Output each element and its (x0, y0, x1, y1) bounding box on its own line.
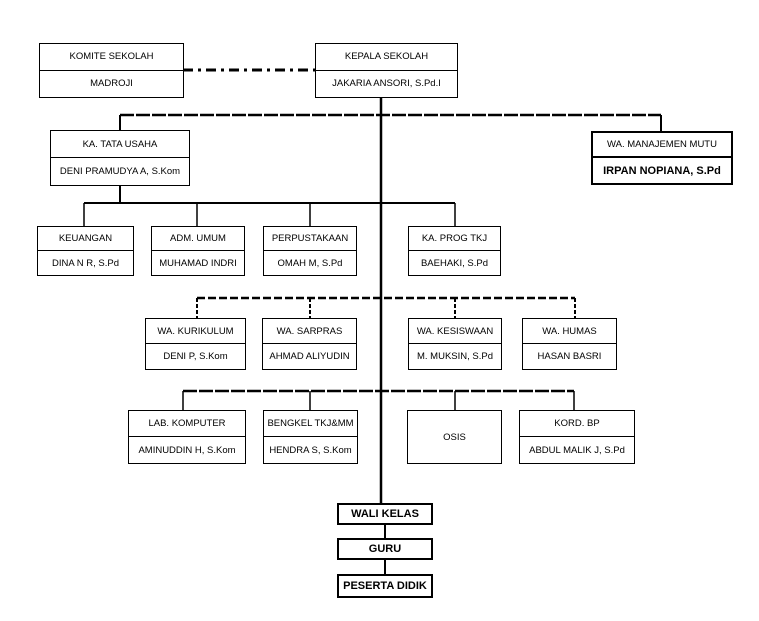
komite-name: MADROJI (90, 78, 133, 90)
lab-komputer-box: LAB. KOMPUTER AMINUDDIN H, S.Kom (128, 410, 246, 464)
keuangan-name: DINA N R, S.Pd (51, 257, 120, 269)
wali-kelas-label: WALI KELAS (351, 508, 419, 520)
lab-komputer-title: LAB. KOMPUTER (129, 411, 245, 437)
tata-usaha-box: KA. TATA USAHA DENI PRAMUDYA A, S.Kom (50, 130, 190, 186)
kepala-title: KEPALA SEKOLAH (316, 44, 457, 71)
wali-kelas-box: WALI KELAS (337, 503, 433, 525)
kurikulum-name: DENI P, S.Kom (163, 351, 228, 362)
prog-tkj-title: KA. PROG TKJ (409, 227, 500, 251)
guru-box: GURU (337, 538, 433, 560)
humas-name: HASAN BASRI (537, 351, 602, 362)
komite-title: KOMITE SEKOLAH (40, 44, 183, 71)
manajemen-mutu-name: IRPAN NOPIANA, S.Pd (603, 164, 721, 177)
kurikulum-title: WA. KURIKULUM (146, 319, 245, 344)
perpustakaan-name: OMAH M, S.Pd (277, 257, 343, 269)
adm-umum-title: ADM. UMUM (152, 227, 244, 251)
perpustakaan-title: PERPUSTAKAAN (264, 227, 356, 251)
bengkel-box: BENGKEL TKJ&MM HENDRA S, S.Kom (263, 410, 358, 464)
kord-bp-title: KORD. BP (520, 411, 634, 437)
osis-box: OSIS (407, 410, 502, 464)
lab-komputer-name: AMINUDDIN H, S.Kom (138, 444, 236, 456)
kesiswaan-title: WA. KESISWAAN (409, 319, 501, 344)
komite-sekolah-box: KOMITE SEKOLAH MADROJI (39, 43, 184, 98)
kord-bp-box: KORD. BP ABDUL MALIK J, S.Pd (519, 410, 635, 464)
manajemen-mutu-title: WA. MANAJEMEN MUTU (593, 133, 731, 158)
tata-usaha-name: DENI PRAMUDYA A, S.Kom (59, 166, 181, 177)
kesiswaan-name: M. MUKSIN, S.Pd (416, 351, 493, 362)
sarpras-box: WA. SARPRAS AHMAD ALIYUDIN (262, 318, 357, 370)
peserta-didik-box: PESERTA DIDIK (337, 574, 433, 598)
prog-tkj-name: BAEHAKI, S.Pd (420, 257, 489, 269)
kepala-sekolah-box: KEPALA SEKOLAH JAKARIA ANSORI, S.Pd.I (315, 43, 458, 98)
kurikulum-box: WA. KURIKULUM DENI P, S.Kom (145, 318, 246, 370)
guru-label: GURU (368, 543, 402, 555)
humas-title: WA. HUMAS (523, 319, 616, 344)
tata-usaha-title: KA. TATA USAHA (51, 131, 189, 158)
peserta-didik-label: PESERTA DIDIK (343, 580, 427, 592)
adm-umum-name: MUHAMAD INDRI (159, 257, 237, 269)
humas-box: WA. HUMAS HASAN BASRI (522, 318, 617, 370)
perpustakaan-box: PERPUSTAKAAN OMAH M, S.Pd (263, 226, 357, 276)
osis-title: OSIS (443, 431, 466, 443)
keuangan-title: KEUANGAN (38, 227, 133, 251)
bengkel-title: BENGKEL TKJ&MM (264, 411, 357, 437)
manajemen-mutu-box: WA. MANAJEMEN MUTU IRPAN NOPIANA, S.Pd (591, 131, 733, 185)
bengkel-name: HENDRA S, S.Kom (269, 444, 352, 456)
prog-tkj-box: KA. PROG TKJ BAEHAKI, S.Pd (408, 226, 501, 276)
adm-umum-box: ADM. UMUM MUHAMAD INDRI (151, 226, 245, 276)
keuangan-box: KEUANGAN DINA N R, S.Pd (37, 226, 134, 276)
kesiswaan-box: WA. KESISWAAN M. MUKSIN, S.Pd (408, 318, 502, 370)
sarpras-title: WA. SARPRAS (263, 319, 356, 344)
sarpras-name: AHMAD ALIYUDIN (269, 351, 350, 362)
kepala-name: JAKARIA ANSORI, S.Pd.I (332, 78, 441, 90)
kord-bp-name: ABDUL MALIK J, S.Pd (529, 444, 625, 456)
